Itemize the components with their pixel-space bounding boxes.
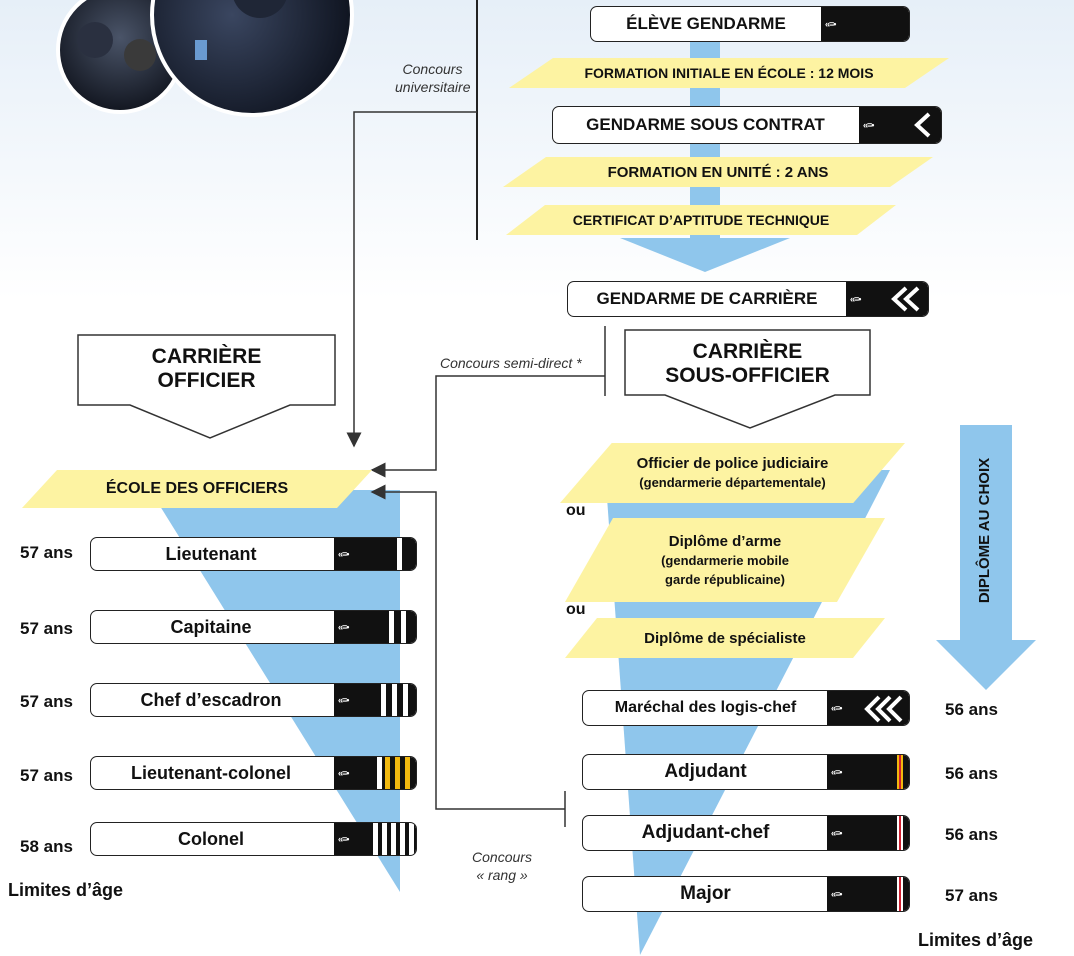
photo-gendarmes	[56, 0, 354, 117]
formation-initiale: FORMATION INITIALE EN ÉCOLE : 12 MOIS	[509, 58, 949, 88]
opj-box: Officier de police judiciaire (gendarmer…	[560, 443, 905, 503]
wing-icon: «≡•	[831, 703, 842, 713]
rank-label: Adjudant	[664, 761, 747, 782]
rank-insignia: «≡•	[334, 757, 416, 789]
age-limit: 56 ans	[945, 764, 998, 783]
concours-semi-direct-label: Concours semi-direct *	[440, 355, 582, 371]
wing-icon: «≡•	[863, 120, 874, 130]
age-limit: 57 ans	[20, 692, 73, 711]
box-line: (gendarmerie départementale)	[639, 475, 826, 490]
rank-label: Chef d’escadron	[140, 689, 282, 710]
rank-insignia: «≡•	[827, 691, 909, 725]
rank-insignia: «≡•	[334, 611, 416, 643]
age-limit: 57 ans	[20, 543, 73, 562]
age-limit: 57 ans	[20, 766, 73, 785]
ou-label: ou	[566, 601, 586, 618]
diplome-choix-label: DIPLÔME AU CHOIX	[950, 430, 1020, 630]
age-limit: 56 ans	[945, 825, 998, 844]
rank-insignia: «≡•	[334, 684, 416, 716]
wing-icon: «≡•	[831, 767, 842, 777]
rank-label: Lieutenant-colonel	[130, 762, 291, 783]
title-line: CARRIÈRE	[151, 344, 262, 368]
rank-insignia: «≡•	[334, 823, 416, 855]
rank-insignia: «≡•	[334, 538, 416, 570]
concours-rang-label: Concours « rang »	[462, 848, 542, 884]
diplome-arme-box: Diplôme d’arme (gendarmerie mobile garde…	[565, 518, 885, 602]
label-line: « rang »	[476, 867, 528, 883]
chevron-icon	[914, 112, 931, 138]
label-line: universitaire	[395, 79, 471, 95]
wing-icon: «≡•	[338, 549, 349, 559]
wing-icon: «≡•	[831, 889, 842, 899]
rank-label: GENDARME SOUS CONTRAT	[586, 115, 825, 134]
age-limit: 56 ans	[945, 700, 998, 719]
rank-label: Adjudant-chef	[641, 822, 770, 843]
rank-insignia: «≡•	[859, 107, 941, 143]
rank-lieutenant: Lieutenant «≡•	[90, 537, 417, 571]
triple-chevron-icon	[864, 695, 903, 723]
limites-age-sous-officier: Limites d’âge	[918, 930, 1034, 950]
rank-adjudant-chef: Adjudant-chef «≡•	[582, 815, 910, 851]
rank-insignia: «≡•	[827, 755, 909, 789]
diplome-specialiste: Diplôme de spécialiste	[565, 618, 885, 658]
age-limit: 57 ans	[20, 619, 73, 638]
rank-major: Major «≡•	[582, 876, 910, 912]
limites-age-officier: Limites d’âge	[8, 880, 124, 900]
age-limit: 58 ans	[20, 837, 73, 856]
box-line: garde républicaine)	[665, 571, 785, 587]
rank-insignia: «≡•	[821, 7, 909, 41]
rank-label: Major	[680, 883, 731, 904]
certificat-aptitude: CERTIFICAT D’APTITUDE TECHNIQUE	[506, 205, 896, 235]
rank-marechal-logis-chef: Maréchal des logis-chef «≡•	[582, 690, 910, 726]
age-limit: 57 ans	[945, 886, 998, 905]
title-line: SOUS-OFFICIER	[665, 363, 830, 387]
rank-adjudant: Adjudant «≡•	[582, 754, 910, 790]
rank-label: ÉLÈVE GENDARME	[626, 14, 786, 33]
label-line: Concours	[402, 61, 463, 77]
rank-label: Lieutenant	[165, 543, 257, 564]
rank-colonel: Colonel «≡•	[90, 822, 417, 856]
rank-label: Colonel	[178, 828, 244, 849]
rank-gendarme-carriere: GENDARME DE CARRIÈRE «≡•	[567, 281, 929, 317]
vertical-label: DIPLÔME AU CHOIX	[976, 457, 994, 603]
box-line: Officier de police judiciaire	[636, 455, 829, 472]
wing-icon: «≡•	[338, 768, 349, 778]
wing-icon: «≡•	[825, 19, 836, 29]
title-line: OFFICIER	[157, 368, 256, 392]
ou-label: ou	[566, 502, 586, 519]
wing-icon: «≡•	[338, 834, 349, 844]
rank-gendarme-sous-contrat: GENDARME SOUS CONTRAT «≡•	[552, 106, 942, 144]
label-line: Concours	[472, 849, 532, 865]
wing-icon: «≡•	[338, 695, 349, 705]
rank-insignia: «≡•	[827, 877, 909, 911]
ecole-des-officiers: ÉCOLE DES OFFICIERS	[22, 470, 372, 508]
box-line: Diplôme d’arme	[668, 532, 782, 550]
wing-icon: «≡•	[831, 828, 842, 838]
concours-universitaire-label: Concours universitaire	[395, 60, 470, 96]
formation-unite: FORMATION EN UNITÉ : 2 ANS	[503, 157, 933, 187]
rank-insignia: «≡•	[827, 816, 909, 850]
rank-eleve-gendarme: ÉLÈVE GENDARME «≡•	[590, 6, 910, 42]
rank-insignia: «≡•	[846, 282, 928, 316]
title-line: CARRIÈRE	[692, 339, 803, 363]
rank-label: Maréchal des logis-chef	[614, 699, 797, 716]
box-line: (gendarmerie mobile	[661, 552, 789, 568]
wing-icon: «≡•	[338, 622, 349, 632]
rank-lieutenant-colonel: Lieutenant-colonel «≡•	[90, 756, 417, 790]
double-chevron-icon	[891, 286, 920, 312]
wing-icon: «≡•	[850, 294, 861, 304]
rank-label: Capitaine	[170, 616, 252, 637]
rank-chef-escadron: Chef d’escadron «≡•	[90, 683, 417, 717]
rank-capitaine: Capitaine «≡•	[90, 610, 417, 644]
rank-label: GENDARME DE CARRIÈRE	[596, 289, 818, 308]
